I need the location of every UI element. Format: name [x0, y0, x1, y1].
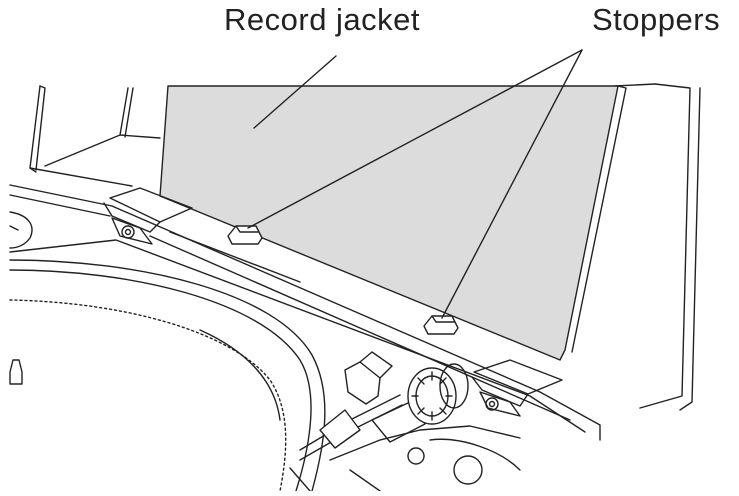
right-hinge: [471, 359, 563, 417]
stopper-left-top: [235, 225, 259, 233]
spindle-area: [9, 211, 33, 385]
leader-stoppers-left: [247, 49, 583, 229]
stopper-left: [227, 225, 263, 245]
leader-record-jacket: [253, 55, 337, 129]
record-jacket: [159, 85, 627, 361]
stopper-right: [423, 315, 459, 335]
record-jacket-label: Record jacket: [224, 2, 421, 37]
left-hinge: [103, 187, 193, 245]
leader-stoppers-right: [441, 49, 583, 319]
callout-leaders: [247, 49, 583, 319]
dust-cover-lid: [29, 83, 701, 411]
stopper-right-top: [431, 315, 455, 323]
stoppers-label: Stoppers: [592, 2, 721, 37]
hinge-rail: [9, 184, 601, 441]
counterweight: [407, 363, 469, 425]
platter: [9, 259, 326, 492]
